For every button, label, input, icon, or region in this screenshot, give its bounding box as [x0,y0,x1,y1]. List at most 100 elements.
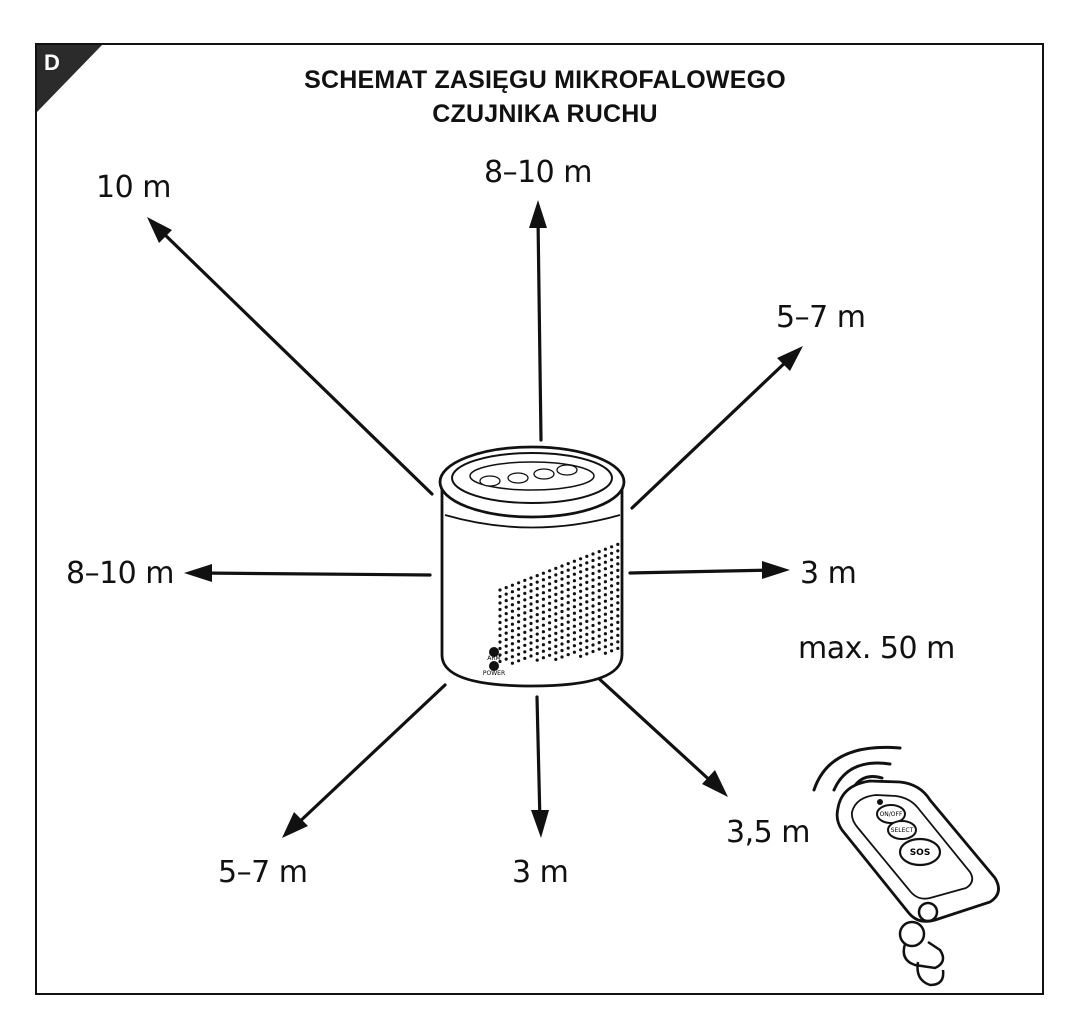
grille-dot [616,601,620,605]
grille-dot [504,599,508,603]
arrowhead-right [762,561,790,579]
grille-dot [579,576,583,580]
grille-dot [498,620,502,625]
grille-dot [548,588,552,592]
grille-dot [616,620,620,625]
grille-dot [548,634,552,638]
grille-dot [585,619,589,624]
grille-dot [610,610,614,614]
grille-dot [517,600,521,604]
grille-dot [523,611,527,615]
arrowhead-down [531,810,549,838]
power-label: POWER [483,670,505,677]
grille-dot [498,607,502,612]
motion-sensor-device: ARM POWER [438,445,626,688]
arrow-up [536,216,543,442]
arrow-down-left [293,683,447,828]
grille-dot [572,572,577,576]
grille-dot [541,630,546,634]
grille-dot [603,547,608,551]
grille-dot [529,621,533,626]
range-label-down: 3 m [512,855,569,890]
grille-dot [585,587,589,591]
grille-dot [510,635,514,639]
grille-dot [560,655,564,659]
grille-dot [554,612,558,616]
grille-dot [541,578,546,582]
grille-dot [523,617,527,622]
grille-dot [616,562,620,566]
grille-dot [504,618,508,622]
grille-dot [529,595,533,600]
grille-dot [597,595,601,599]
grille-dot [498,594,502,599]
grille-dot [610,629,614,633]
grille-dot [566,646,570,650]
grille-dot [603,567,608,571]
grille-dot [566,633,570,637]
grille-dot [610,564,614,568]
grille-dot [585,632,589,637]
grille-dot [535,619,539,623]
grille-dot [579,570,583,574]
grille-dot [529,602,533,606]
arrow-left [198,571,432,577]
grille-dot [603,599,608,603]
grille-dot [523,650,527,654]
grille-dot [597,628,601,632]
grille-dot [597,647,601,651]
grille-dot [529,641,533,645]
grille-dot [554,573,558,577]
grille-dot [498,659,502,664]
range-label-left: 8–10 m [66,556,175,591]
grille-dot [504,592,508,596]
grille-dot [529,654,533,658]
grille-dot [517,594,521,598]
grille-dot [585,639,589,643]
grille-dot [560,603,564,607]
grille-dot [591,571,595,576]
grille-dot [572,566,577,570]
grille-dot [572,592,577,596]
grille-dot [541,584,546,588]
grille-dot [535,574,539,578]
grille-dot [579,596,583,600]
grille-dot [510,583,514,587]
grille-dot [554,631,558,636]
grille-dot [541,623,546,627]
grille-dot [591,597,595,602]
select-button-label: SELECT [891,827,914,834]
grille-dot [591,552,595,556]
grille-dot [616,581,620,586]
grille-dot [603,580,608,584]
grille-dot [523,630,527,635]
grille-dot [566,581,570,585]
grille-dot [523,656,527,661]
grille-dot [572,618,577,622]
grille-dot [585,554,589,559]
grille-dot [597,608,601,612]
grille-dot [616,575,620,579]
grille-dot [510,609,514,613]
grille-dot [554,644,558,649]
grille-dot [616,633,620,638]
grille-dot [548,614,552,618]
grille-dot [541,604,546,608]
grille-dot [597,550,601,554]
grille-dot [541,597,546,601]
grille-dot [566,588,570,592]
grille-dot [517,646,521,650]
grille-dot [603,645,608,649]
grille-dot [579,609,583,613]
grille-dot [566,575,570,579]
grille-dot [566,614,570,618]
grille-dot [535,593,539,597]
grille-dot [529,576,533,580]
grille-dot [566,568,570,572]
arrowhead-up-left [147,217,172,243]
grille-dot [541,656,546,660]
onoff-button-label: ON/OFF [880,811,903,818]
grille-dot [579,583,583,587]
